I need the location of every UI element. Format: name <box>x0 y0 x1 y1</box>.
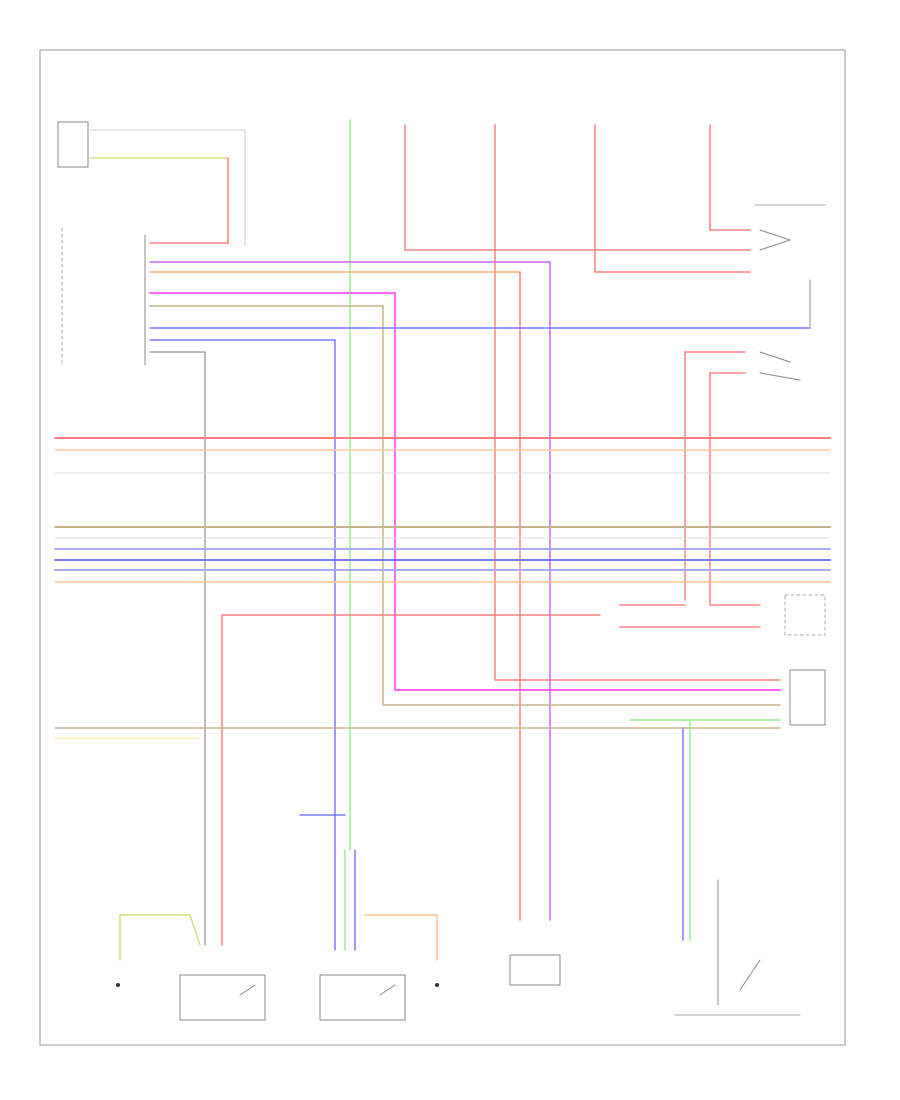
central-module-connector <box>61 227 146 366</box>
fuse-column-4 <box>594 124 751 273</box>
ground-left-icon <box>116 983 120 987</box>
ground-right-icon <box>435 983 439 987</box>
rear-sensor-box <box>789 669 826 726</box>
seat-switch-dashed-box <box>784 594 826 636</box>
lh-front-sensor-box <box>57 121 246 246</box>
fuse-column-5 <box>709 124 751 231</box>
seat-belt-buckle-switch <box>674 879 801 1016</box>
lh-power-seat-switch-box <box>116 914 266 1021</box>
fuse-column-2 <box>404 124 751 251</box>
brake-light-switch-box <box>509 954 561 986</box>
diagram-frame <box>39 49 846 1046</box>
passenger-seat-switch-box <box>319 914 439 1021</box>
right-relay-switch <box>754 204 826 251</box>
fuse-column-3 <box>494 124 781 681</box>
